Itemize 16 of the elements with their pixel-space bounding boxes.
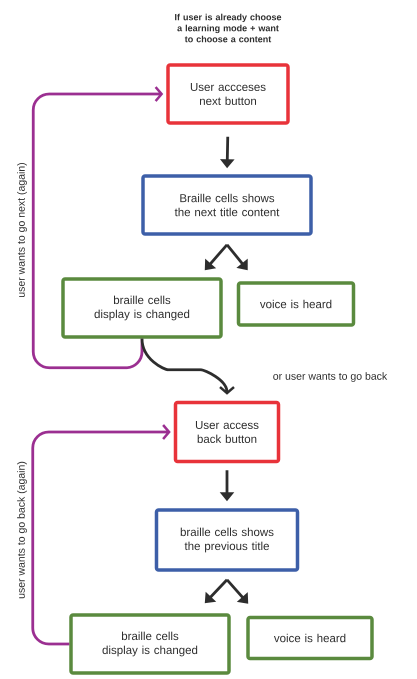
display-box: Braille cells shows the next title content: [141, 174, 313, 236]
display-box: braille cells shows the previous title: [154, 508, 300, 572]
action-box: User accceses next button: [166, 63, 290, 125]
edge-label: or user wants to go back: [272, 371, 388, 383]
arrow: [31, 424, 171, 646]
result-box: braille cells display is changed: [69, 613, 231, 675]
arrow: [140, 338, 235, 395]
result-box: voice is heard: [246, 616, 374, 660]
arrow: [204, 578, 228, 604]
edge-label: user wants to go back (again): [16, 460, 28, 600]
action-box: User access back button: [174, 400, 280, 464]
edge-label: user wants to go next (again): [16, 161, 28, 299]
title: If user is already choose a learning mode + want to choose a content: [175, 14, 282, 42]
result-box: voice is heard: [236, 281, 356, 327]
arrow: [32, 86, 164, 370]
result-box: braille cells display is changed: [61, 277, 223, 339]
